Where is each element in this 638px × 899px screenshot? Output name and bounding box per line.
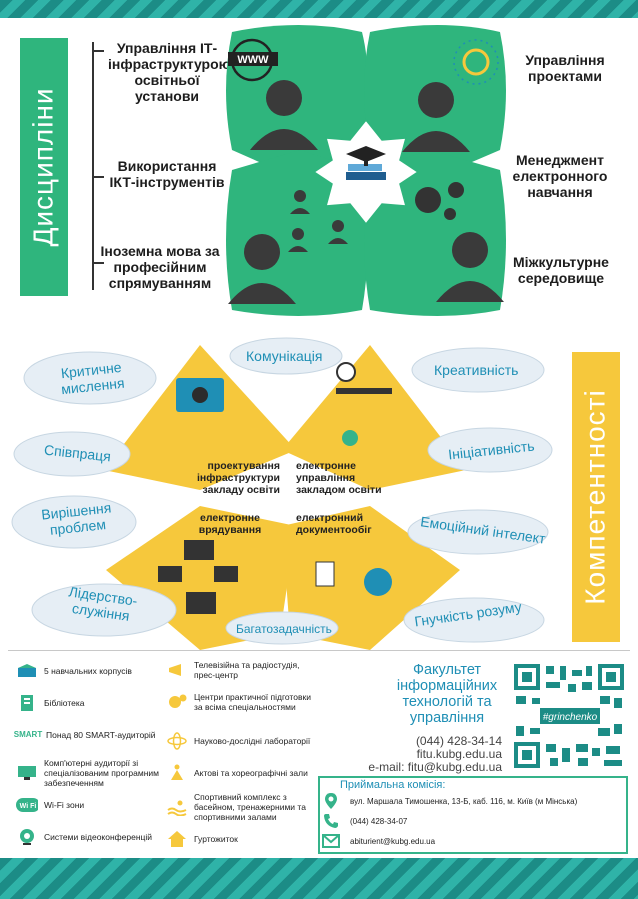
competences-title: Компетентності [580,389,612,605]
competence-cloud: Багатозадачність [236,622,332,636]
books-icon [348,164,382,171]
competence-cloud: Креативність [434,362,519,378]
cloud-shape [407,509,549,555]
feature-item: Wi Fi Wi-Fi зони [16,796,156,814]
feature-item: Спортивний комплекс з басейном, тренажер… [166,792,316,822]
disciplines-vertical-label: Дисципліни [20,38,68,296]
computer-icon [16,764,38,782]
admissions-address: вул. Маршала Тимошенка, 13-Б, каб. 116, … [350,796,578,806]
atom-icon [166,732,188,750]
diamond-label: електронне врядування [198,512,262,536]
location-pin-icon [322,792,340,810]
gears-icon [166,693,188,711]
bottom-pattern-band [0,858,638,899]
cloud-shape [411,347,545,393]
cloud-shape [403,597,545,643]
cloud-shape [23,351,157,405]
diamond-panel [104,345,296,490]
house-icon [166,830,188,848]
diamond-label: електронне управління закладом освіти [296,460,382,496]
smart-board-icon: SMART [13,730,43,739]
feature-item: Науково-дослідні лабораторії [166,732,316,750]
discipline-item: Управління проектами [525,52,605,84]
discipline-item: Менеджмент електронного навчання [512,152,608,200]
section-divider [8,650,630,651]
discipline-item: Використання ІКТ-інструментів [109,158,225,190]
admissions-email-row[interactable]: abiturient@kubg.edu.ua [322,832,435,850]
person-icon [228,80,504,304]
diamond-label: проектування інфраструктури закладу осві… [196,460,280,496]
library-icon [16,694,38,712]
feature-item: Телевізійна та радіостудія, прес-центр [166,660,316,680]
diamond-panel [106,506,296,650]
faculty-name: Факультет інформаційних технологій та уп… [396,662,498,726]
diamond-label: електронний документообіг [296,512,372,536]
bracket-tick [92,176,104,178]
laptop-icon [184,540,214,560]
admissions-email-link[interactable]: abiturient@kubg.edu.ua [350,836,436,846]
discipline-item: Міжкультурне середовище [513,254,609,286]
bracket-tick [92,50,104,52]
svg-text:#grinchenko: #grinchenko [543,712,598,723]
cloud-shape [13,431,131,477]
bracket-tick [92,262,104,264]
envelope-icon [322,832,340,850]
cloud-shape [31,583,177,637]
faculty-email-link[interactable]: e-mail: fitu@kubg.edu.ua [368,760,502,774]
bracket-line [92,42,94,290]
feature-item: Актові та хореографічні зали [166,764,316,782]
disciplines-petal-graphic: WWW [226,25,506,316]
cloud-shape [427,427,553,473]
admissions-phone: (044) 428-34-07 [350,816,408,826]
admissions-box [318,776,628,854]
cloud-shape [11,495,137,549]
svg-text:Wi Fi: Wi Fi [20,803,37,810]
lightbulb-icon [462,48,490,76]
faculty-website-link[interactable]: fitu.kubg.edu.ua [416,747,502,761]
www-text: WWW [237,54,269,66]
phone-icon [322,812,340,830]
discipline-item: Іноземна мова за професійним спрямування… [100,243,220,291]
dollar-icon [342,430,358,446]
feature-item: Центри практичної підготовки за всіма сп… [166,692,316,712]
qr-code[interactable]: #grinchenko [512,662,626,770]
email-icon [336,362,356,382]
building-icon [16,662,38,680]
cloud-shape [229,337,343,375]
gears-icon [415,187,441,213]
feature-item: Бібліотека [16,694,156,712]
admissions-title: Приймальна комісія: [340,779,446,791]
competence-cloud: Комунікація [246,348,323,364]
top-pattern-band [0,0,638,18]
desk-icon [336,388,392,394]
admissions-phone-row: (044) 428-34-07 [322,812,407,830]
dancer-icon [166,764,188,782]
cloud-shape [225,611,339,645]
competences-graphic [11,337,553,650]
grad-cap-icon [346,146,386,162]
webcam-icon [16,828,38,846]
feature-item: Системи відеоконференцій [16,828,166,846]
faculty-phone: (044) 428-34-14 [415,734,502,748]
discipline-item: Управління ІТ-інфраструктурою освітньої … [108,40,231,104]
feature-item: 5 навчальних корпусів [16,662,156,680]
competences-vertical-label: Компетентності [572,352,620,642]
document-icon [315,561,335,587]
feature-item: Комп'ютерні аудиторії зі спеціалізованим… [16,758,166,788]
wifi-icon: Wi Fi [16,796,38,814]
feature-item: SMART Понад 80 SMART-аудиторій [13,726,166,744]
cloud-server-icon [364,568,392,596]
admissions-address-row: вул. Маршала Тимошенка, 13-Б, каб. 116, … [322,792,577,810]
feature-item: Гуртожиток [166,830,316,848]
megaphone-icon [166,661,188,679]
swimmer-icon [166,798,188,816]
books-icon [346,172,386,180]
diamond-panel [282,345,466,490]
